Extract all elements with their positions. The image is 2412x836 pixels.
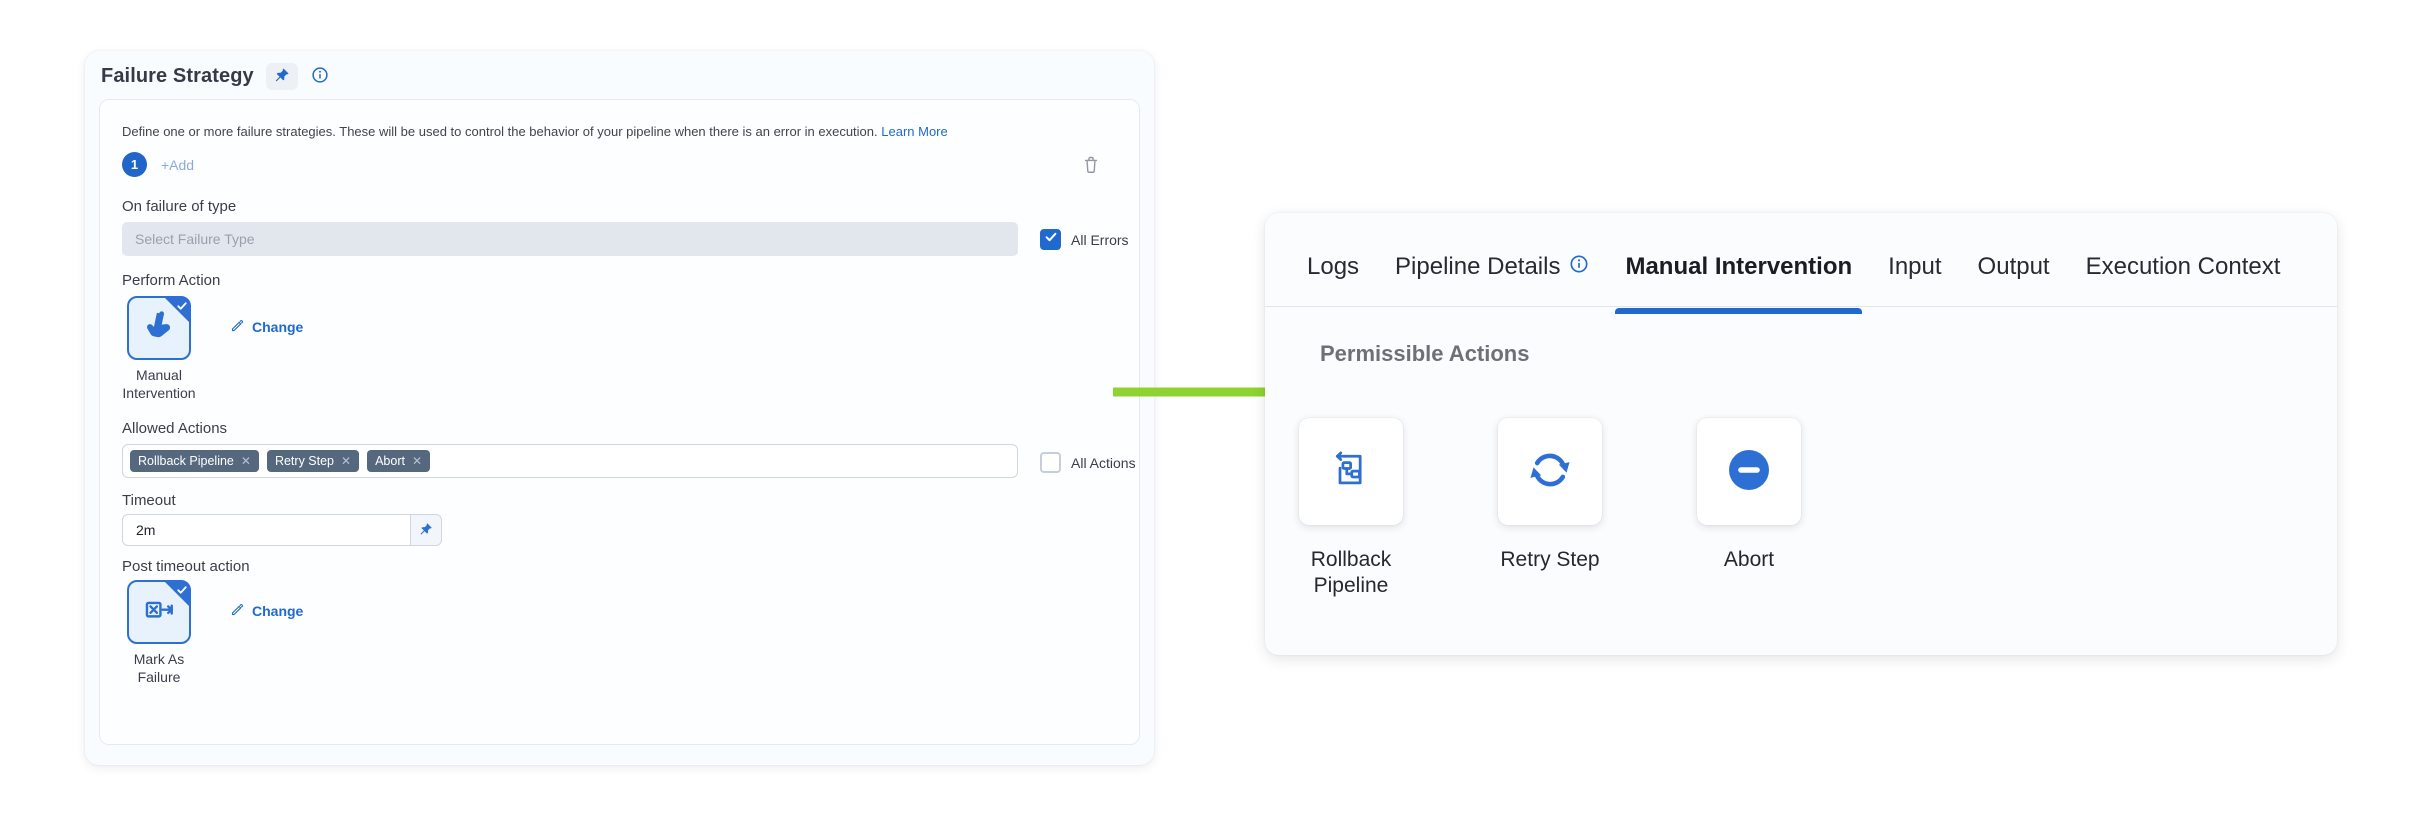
- tab-label: Pipeline Details: [1395, 252, 1561, 280]
- pin-icon: [274, 67, 290, 86]
- info-icon: [1569, 253, 1589, 281]
- tab-input[interactable]: Input: [1888, 227, 1941, 306]
- timeout-label: Timeout: [122, 492, 176, 509]
- failure-strategy-info-button[interactable]: [310, 67, 330, 87]
- strategy-description-text: Define one or more failure strategies. T…: [122, 124, 878, 139]
- tab-label: Execution Context: [2085, 252, 2281, 280]
- allowed-actions-label: Allowed Actions: [122, 420, 228, 437]
- post-timeout-name-line1: Mark As: [133, 651, 185, 667]
- tag-label: Rollback Pipeline: [138, 454, 234, 468]
- info-icon: [311, 66, 329, 87]
- failure-strategy-panel: Failure Strategy Define one or more fail…: [85, 51, 1154, 765]
- all-errors-checkbox[interactable]: [1040, 229, 1061, 250]
- tab-logs[interactable]: Logs: [1307, 227, 1359, 306]
- tag-abort[interactable]: Abort ✕: [367, 450, 431, 472]
- post-timeout-action-name: Mark As Failure: [84, 650, 234, 686]
- remove-tag-icon[interactable]: ✕: [341, 454, 352, 468]
- tag-rollback-pipeline[interactable]: Rollback Pipeline ✕: [130, 450, 259, 472]
- panel-title: Failure Strategy: [101, 65, 254, 87]
- all-actions-label: All Actions: [1071, 454, 1136, 471]
- add-strategy-button[interactable]: +Add: [161, 156, 195, 173]
- pencil-icon: [230, 318, 245, 336]
- timeout-pin-button[interactable]: [410, 514, 442, 546]
- remove-tag-icon[interactable]: ✕: [411, 454, 423, 468]
- pin-button[interactable]: [265, 63, 298, 90]
- change-perform-action-button[interactable]: Change: [230, 318, 303, 336]
- failure-type-input[interactable]: [122, 222, 1018, 256]
- delete-strategy-button[interactable]: [1081, 154, 1101, 179]
- check-icon: [1044, 230, 1058, 249]
- tab-pipeline-details[interactable]: Pipeline Details: [1395, 227, 1589, 306]
- allowed-actions-input[interactable]: Rollback Pipeline ✕ Retry Step ✕ Abort ✕: [122, 444, 1018, 478]
- failure-strategy-card: Define one or more failure strategies. T…: [99, 99, 1140, 745]
- strategy-list-row: 1 +Add: [122, 152, 194, 177]
- perform-action-name-line2: Intervention: [122, 385, 196, 401]
- all-errors-label: All Errors: [1071, 231, 1129, 248]
- strategy-index-badge[interactable]: 1: [122, 152, 147, 177]
- retry-step-icon: [1527, 447, 1573, 496]
- tag-retry-step[interactable]: Retry Step ✕: [266, 450, 360, 472]
- change-post-timeout-button[interactable]: Change: [230, 602, 303, 620]
- timeout-field: [122, 514, 442, 546]
- perform-action-label: Perform Action: [122, 272, 221, 289]
- tab-label: Input: [1888, 252, 1942, 280]
- learn-more-link[interactable]: Learn More: [881, 124, 948, 139]
- tag-label: Abort: [375, 454, 405, 468]
- tab-execution-context[interactable]: Execution Context: [2086, 227, 2281, 306]
- all-actions-group: All Actions: [1040, 452, 1136, 473]
- pin-icon: [419, 522, 433, 539]
- all-errors-group: All Errors: [1040, 229, 1129, 250]
- action-label: Rollback Pipeline: [1310, 548, 1392, 597]
- on-failure-label: On failure of type: [122, 198, 237, 215]
- pencil-icon: [230, 602, 245, 620]
- post-timeout-action-tile[interactable]: [127, 580, 191, 644]
- failure-strategy-header: Failure Strategy: [101, 63, 330, 90]
- action-label: Retry Step: [1500, 548, 1600, 571]
- perform-action-name-line1: Manual: [136, 367, 182, 383]
- perform-action-name: Manual Intervention: [84, 366, 234, 402]
- strategy-description: Define one or more failure strategies. T…: [122, 124, 1102, 139]
- abort-button[interactable]: [1697, 418, 1801, 525]
- permissible-actions-row: Rollback Pipeline Retry Step Abort: [1299, 418, 1801, 599]
- tab-label: Logs: [1307, 252, 1360, 280]
- permissible-actions-title: Permissible Actions: [1320, 341, 1530, 366]
- step-details-panel: Logs Pipeline Details Manual Interventio…: [1265, 213, 2337, 655]
- tab-manual-intervention[interactable]: Manual Intervention: [1615, 227, 1862, 314]
- change-label: Change: [252, 603, 304, 619]
- post-timeout-label: Post timeout action: [122, 558, 250, 575]
- action-abort: Abort: [1697, 418, 1801, 599]
- timeout-input[interactable]: [122, 514, 410, 546]
- action-rollback-pipeline: Rollback Pipeline: [1299, 418, 1403, 599]
- action-retry-step: Retry Step: [1498, 418, 1602, 599]
- tab-output[interactable]: Output: [1978, 227, 2050, 306]
- manual-intervention-hand-icon: [143, 310, 175, 347]
- rollback-pipeline-button[interactable]: [1299, 418, 1403, 525]
- tab-label: Output: [1977, 252, 2050, 280]
- tag-label: Retry Step: [274, 454, 335, 468]
- all-actions-checkbox[interactable]: [1040, 452, 1061, 473]
- post-timeout-name-line2: Failure: [137, 669, 181, 685]
- action-label: Abort: [1723, 548, 1775, 571]
- retry-step-button[interactable]: [1498, 418, 1602, 525]
- rollback-pipeline-icon: [1329, 448, 1373, 495]
- trash-icon: [1081, 156, 1101, 179]
- perform-action-tile[interactable]: [127, 296, 191, 360]
- tab-label: Manual Intervention: [1625, 252, 1853, 280]
- change-label: Change: [252, 319, 304, 335]
- remove-tag-icon[interactable]: ✕: [240, 454, 251, 468]
- mark-as-failure-icon: [142, 593, 176, 632]
- details-tab-bar: Logs Pipeline Details Manual Interventio…: [1265, 213, 2337, 314]
- abort-icon: [1725, 446, 1773, 497]
